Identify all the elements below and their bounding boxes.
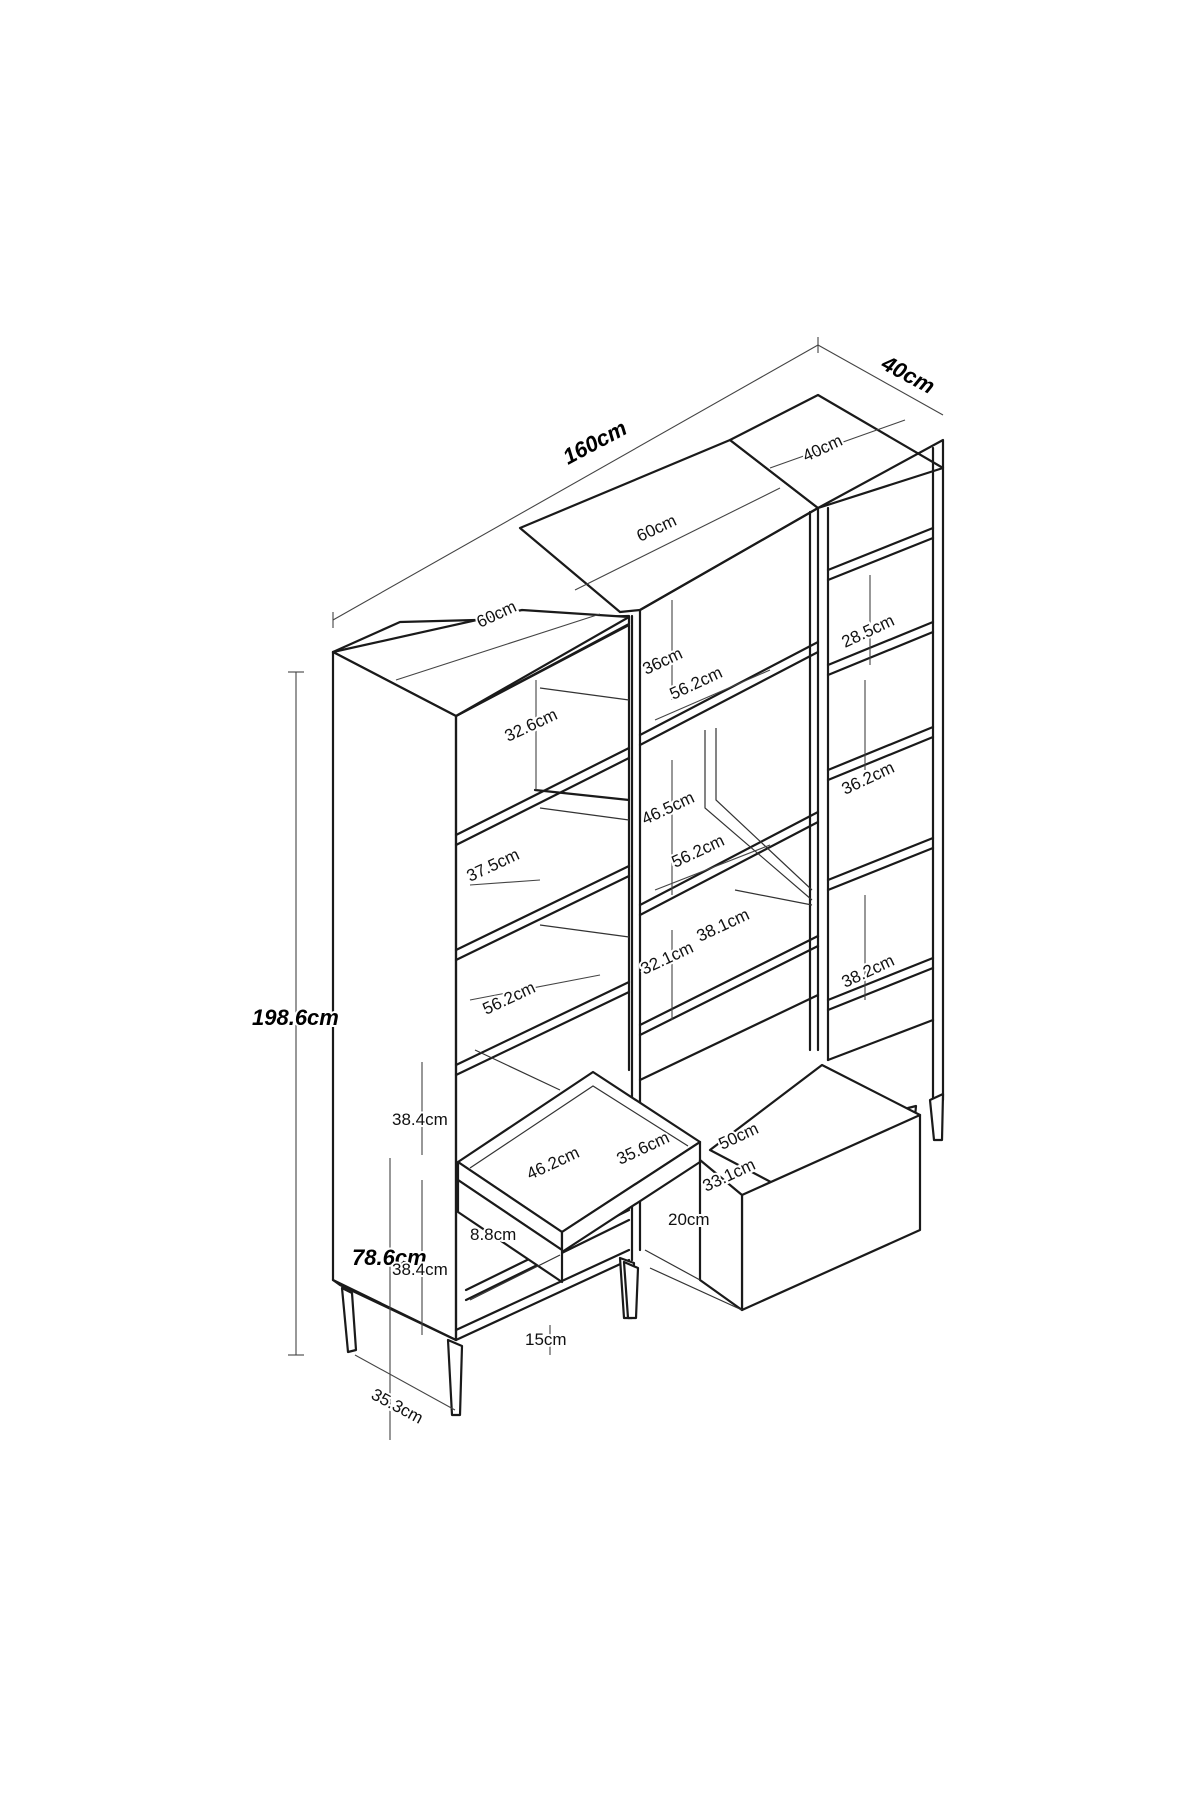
middle-shelf-3b xyxy=(638,944,820,1037)
dim-line-37-5 xyxy=(469,879,541,886)
right-shelf-1b xyxy=(826,536,935,582)
left-drawer-slide xyxy=(474,1049,561,1091)
label-overall-height: 198.6cm xyxy=(252,1005,339,1030)
left-shelf-3b xyxy=(454,990,631,1077)
dim-line-35-3 xyxy=(354,1354,456,1411)
left-back-line-2 xyxy=(539,807,630,821)
label-left-drawer-height: 38.4cm xyxy=(392,1110,448,1129)
right-shelf-5b xyxy=(826,966,935,1012)
dim-line-160 xyxy=(332,344,819,621)
right-unit-front-edge xyxy=(816,438,945,1102)
label-leg-depth: 35.3cm xyxy=(368,1385,426,1428)
right-drawer xyxy=(644,1063,922,1312)
dim-line-56-2-left xyxy=(469,974,601,1001)
right-shelf-5 xyxy=(826,956,935,1002)
left-drawer-inner-rim xyxy=(469,1085,689,1169)
label-middle-drawer-height: 20cm xyxy=(668,1210,710,1229)
left-drawer-rail xyxy=(469,1254,561,1301)
label-left-gap-2: 37.5cm xyxy=(464,845,523,886)
dim-line-56-2-mid2 xyxy=(654,844,771,891)
dim-line-right-width xyxy=(769,419,906,469)
left-shelf-1b xyxy=(454,756,631,847)
dim-line-56-2-mid1 xyxy=(654,669,771,721)
right-drawer-slide-b xyxy=(649,1267,743,1311)
label-middle-mid-gap: 46.5cm xyxy=(639,788,698,829)
middle-back-slide xyxy=(734,889,813,906)
right-unit xyxy=(728,393,945,1142)
dim-line-middle-width xyxy=(574,487,781,591)
left-shelf-3 xyxy=(454,980,631,1067)
left-leg-back xyxy=(340,1286,358,1354)
middle-shelf-3 xyxy=(638,934,820,1027)
middle-back-frame xyxy=(704,730,813,901)
label-left-drawer-side: 8.8cm xyxy=(470,1225,516,1244)
left-shelf-1-back xyxy=(533,788,631,802)
left-drawer-front xyxy=(456,1178,564,1284)
left-unit-base xyxy=(331,1258,631,1342)
middle-shelf-1 xyxy=(638,640,820,737)
left-back-line-1 xyxy=(539,687,630,701)
middle-leg xyxy=(622,1260,640,1320)
label-overall-depth: 40cm xyxy=(877,350,939,399)
right-shelf-2b xyxy=(826,630,935,677)
right-leg xyxy=(928,1092,945,1142)
middle-shelf-2 xyxy=(638,810,820,907)
label-left-lower-height: 38.4cm xyxy=(392,1260,448,1279)
right-drawer-slide xyxy=(644,1249,701,1281)
right-shelf-4b xyxy=(826,846,935,892)
label-middle-lower-gap: 32.1cm xyxy=(638,938,697,979)
label-right-gap-1: 28.5cm xyxy=(839,611,898,652)
left-drawer xyxy=(456,1049,702,1301)
dim-line-left-width xyxy=(395,613,601,681)
dim-line-40-top xyxy=(817,344,944,416)
left-unit-side-panel xyxy=(331,650,458,1342)
right-shelf-3 xyxy=(826,725,935,772)
right-shelf-2 xyxy=(826,620,935,667)
dimension-lines xyxy=(288,337,944,1440)
right-base xyxy=(826,1018,935,1062)
label-middle-shelf-1: 56.2cm xyxy=(667,663,726,704)
label-lower-height: 78.6cm xyxy=(352,1245,427,1270)
right-shelf-1 xyxy=(826,526,935,572)
middle-shelf-2b xyxy=(638,820,820,917)
left-back-line-3 xyxy=(539,924,630,938)
left-unit-front-edge xyxy=(454,623,631,1072)
middle-shelf-4 xyxy=(638,993,820,1082)
label-left-gap-1: 32.6cm xyxy=(502,705,561,746)
middle-back-frame-b xyxy=(715,728,813,891)
left-unit xyxy=(331,608,636,1417)
label-middle-top-gap: 36cm xyxy=(640,644,686,679)
left-leg-front xyxy=(446,1338,464,1417)
left-shelf-2b xyxy=(454,874,631,962)
left-unit-base-top xyxy=(454,1248,631,1332)
label-leg-height: 15cm xyxy=(525,1330,567,1349)
label-overall-width: 160cm xyxy=(559,415,631,469)
label-middle-lower-depth: 38.1cm xyxy=(694,905,753,946)
label-left-shelf-width: 56.2cm xyxy=(480,978,539,1019)
right-shelf-3b xyxy=(826,735,935,782)
middle-shelf-1b xyxy=(638,650,820,747)
left-shelf-2 xyxy=(454,864,631,952)
right-shelf-4 xyxy=(826,836,935,882)
